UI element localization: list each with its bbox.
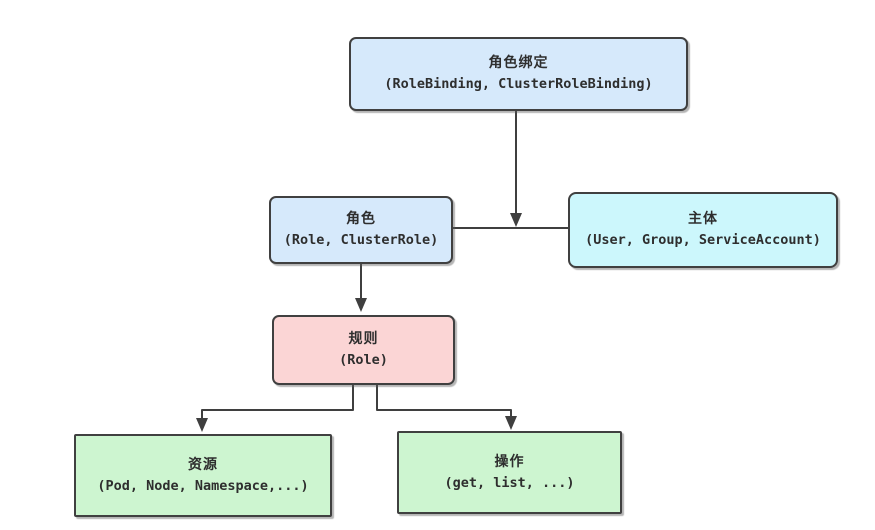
node-action: 操作 (get, list, ...) [397,431,622,514]
edge-role-to-rule [355,264,367,312]
node-subject: 主体 (User, Group, ServiceAccount) [568,192,838,268]
arrow-down-icon [510,213,522,227]
node-rule: 规则 (Role) [272,315,455,385]
arrow-down-icon [505,416,517,430]
node-subtitle: (get, list, ...) [444,474,575,491]
node-resource: 资源 (Pod, Node, Namespace,...) [74,434,332,517]
node-subtitle: (Pod, Node, Namespace,...) [97,477,309,494]
arrow-down-icon [355,298,367,312]
edge-rule-to-action [376,385,517,430]
node-subtitle: (RoleBinding, ClusterRoleBinding) [384,76,653,92]
edge-rule-to-resource [196,385,354,432]
node-subtitle: (Role) [339,352,388,368]
node-subtitle: (User, Group, ServiceAccount) [585,232,821,248]
node-title: 角色 [346,211,376,227]
edge-rolebinding-to-link [510,110,522,227]
node-title: 角色绑定 [488,55,549,71]
node-subtitle: (Role, ClusterRole) [283,232,439,248]
node-title: 规则 [348,331,379,347]
node-title: 资源 [188,456,218,473]
node-title: 主体 [688,211,718,227]
arrow-down-icon [196,418,208,432]
node-role: 角色 (Role, ClusterRole) [269,196,453,264]
node-role-binding: 角色绑定 (RoleBinding, ClusterRoleBinding) [349,37,688,111]
node-title: 操作 [494,453,525,470]
